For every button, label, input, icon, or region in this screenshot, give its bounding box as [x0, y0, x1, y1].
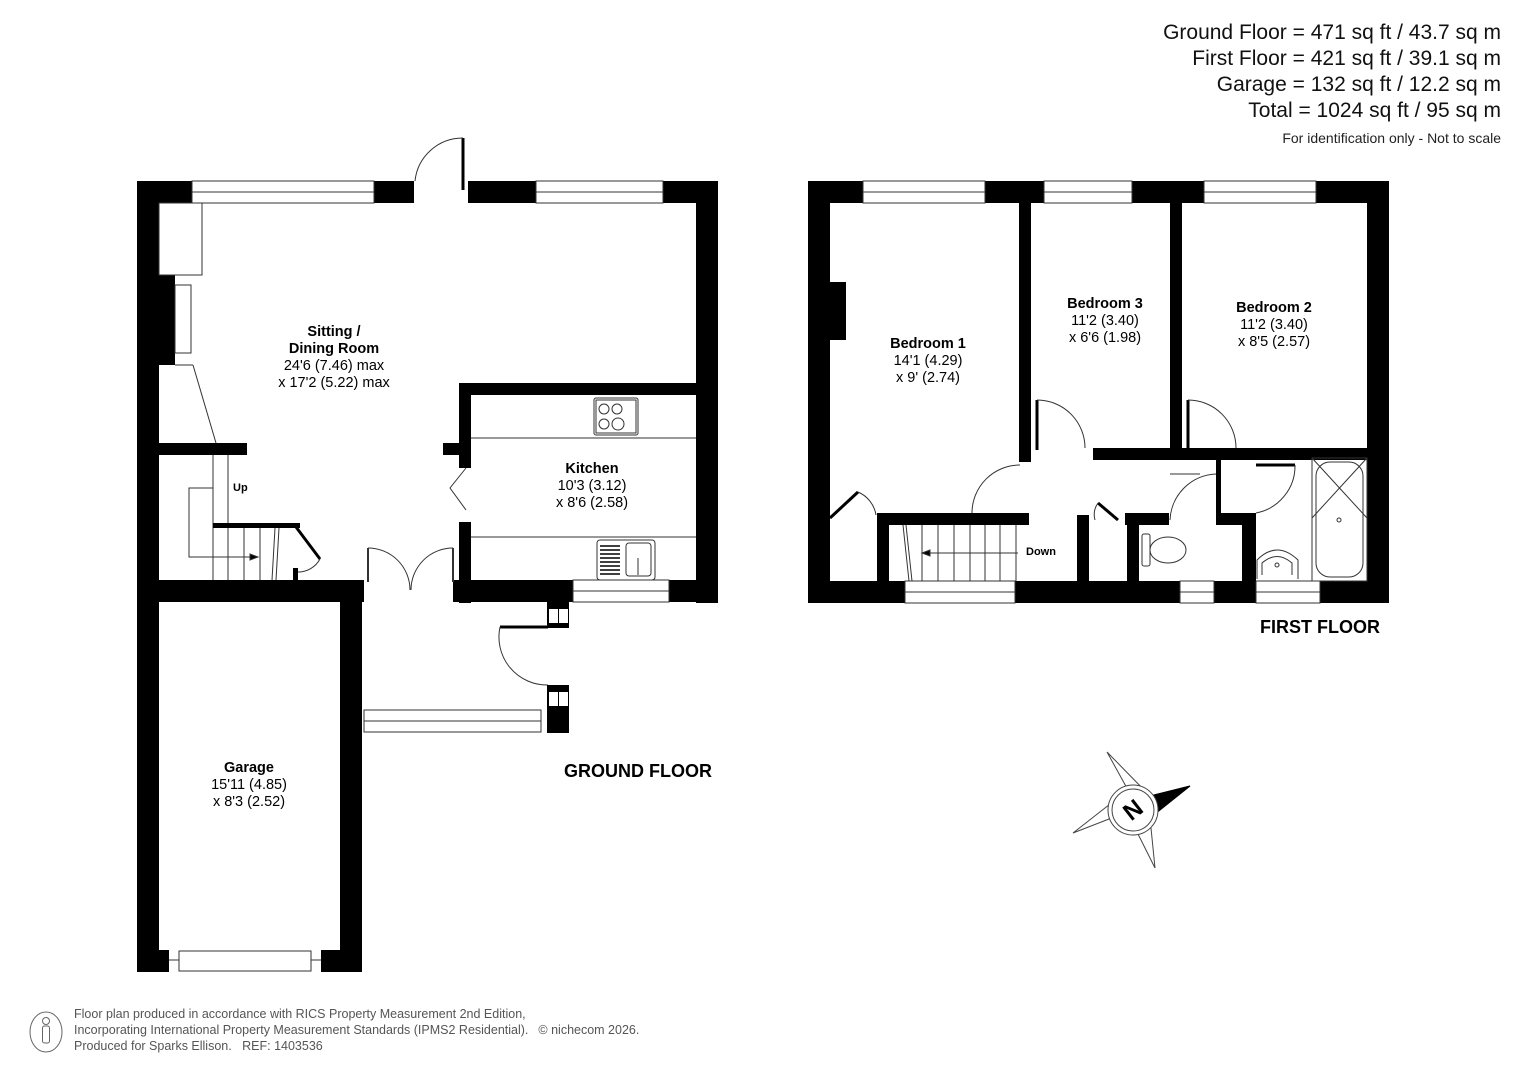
stair-down-label: Down [1026, 546, 1056, 558]
window [191, 180, 664, 204]
footer-line-3: Produced for Sparks Ellison. REF: 140353… [74, 1039, 323, 1053]
footer-line-2: Incorporating International Property Mea… [74, 1023, 529, 1037]
stair-up-label: Up [233, 482, 248, 494]
footer-text: Floor plan produced in accordance with R… [74, 1006, 639, 1054]
scale-disclaimer: For identification only - Not to scale [1282, 130, 1501, 146]
ground-floor-plan [137, 137, 718, 972]
room-label-sitting-dining: Sitting / Dining Room 24'6 (7.46) max x … [278, 324, 390, 391]
compass-icon: N [1072, 751, 1191, 869]
sink-icon [596, 539, 656, 581]
ground-floor-title: GROUND FLOOR [564, 761, 712, 781]
area-ground-floor: Ground Floor = 471 sq ft / 43.7 sq m [1163, 21, 1501, 44]
area-total: Total = 1024 sq ft / 95 sq m [1248, 99, 1501, 122]
basin-icon [1256, 549, 1299, 579]
staircase-first [902, 524, 1018, 582]
first-floor-plan [808, 180, 1389, 604]
area-garage: Garage = 132 sq ft / 12.2 sq m [1216, 73, 1501, 96]
staircase-ground [188, 455, 300, 581]
footer-line-1: Floor plan produced in accordance with R… [74, 1007, 526, 1021]
room-label-kitchen: Kitchen 10'3 (3.12) x 8'6 (2.58) [555, 461, 629, 511]
person-info-icon [29, 1011, 63, 1053]
bath-icon [1311, 457, 1368, 582]
hob-icon [593, 397, 639, 436]
room-label-bedroom-1: Bedroom 1 14'1 (4.29) x 9' (2.74) [890, 336, 966, 386]
room-label-bedroom-3: Bedroom 3 11'2 (3.40) x 6'6 (1.98) [1067, 296, 1143, 346]
area-summary: Ground Floor = 471 sq ft / 43.7 sq m Fir… [1163, 20, 1501, 148]
room-label-bedroom-2: Bedroom 2 11'2 (3.40) x 8'5 (2.57) [1236, 300, 1312, 350]
first-floor-title: FIRST FLOOR [1260, 617, 1380, 637]
room-label-garage: Garage 15'11 (4.85) x 8'3 (2.52) [211, 760, 287, 810]
area-first-floor: First Floor = 421 sq ft / 39.1 sq m [1192, 47, 1501, 70]
toilet-icon [1141, 533, 1187, 567]
copyright: © nichecom 2026. [538, 1023, 640, 1037]
